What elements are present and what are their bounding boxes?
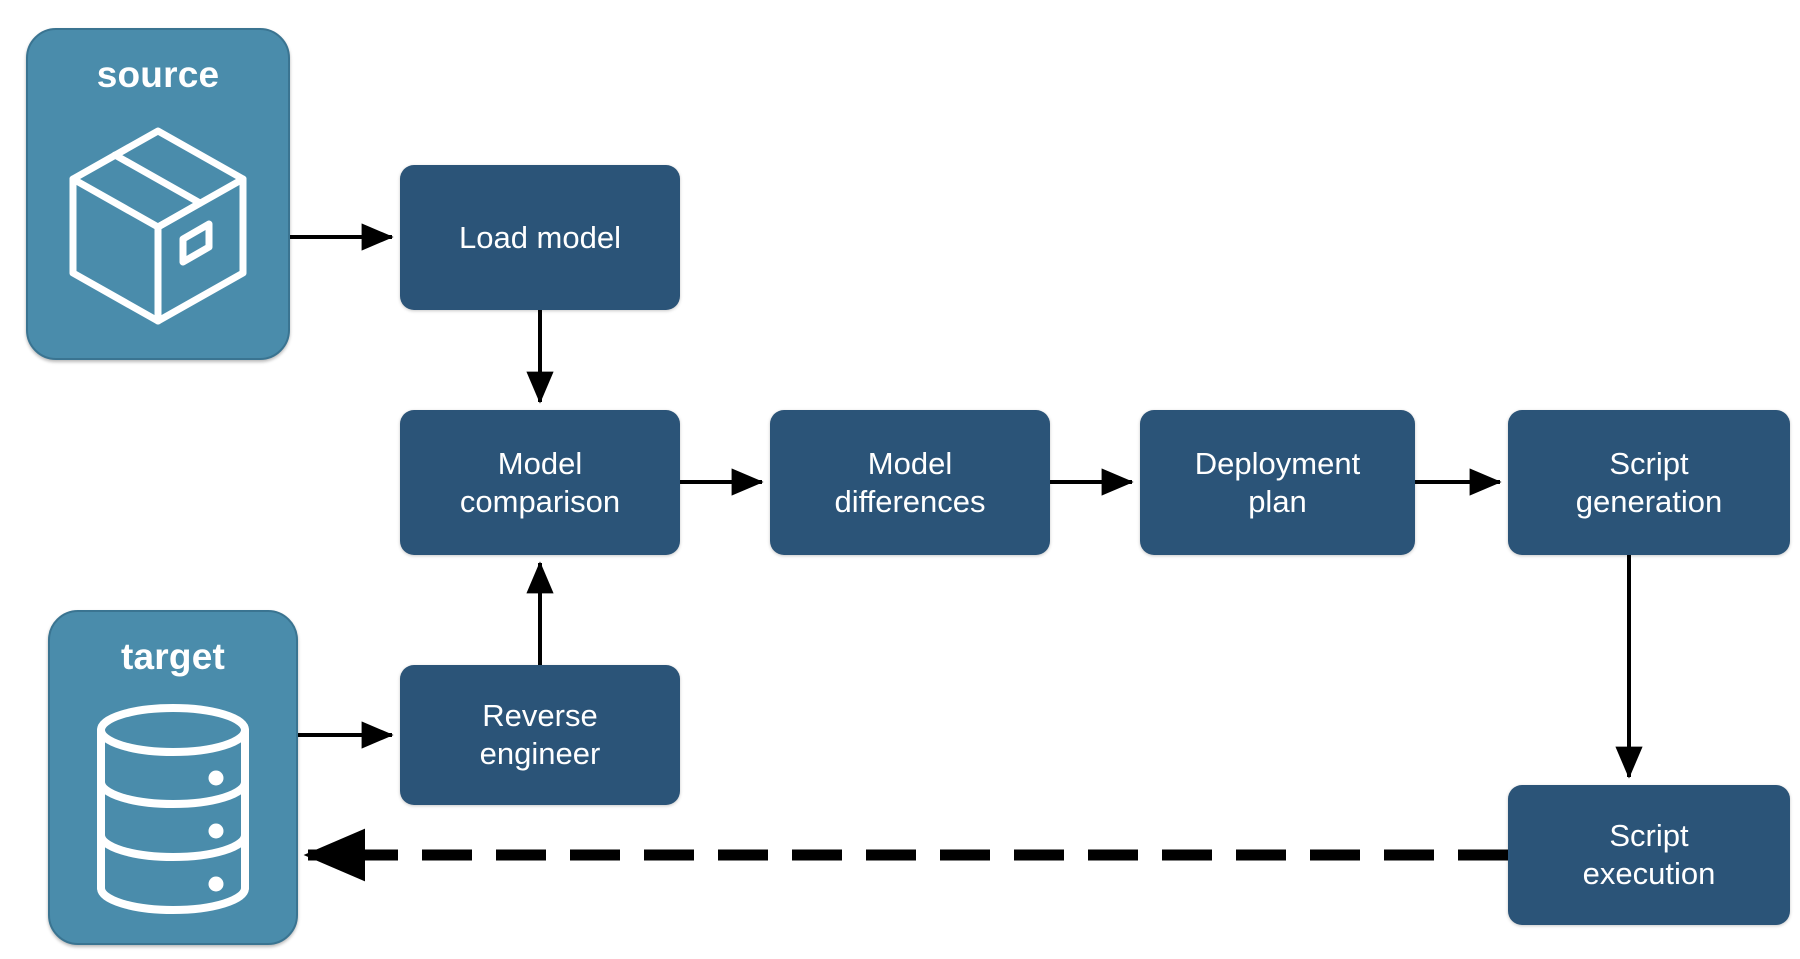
process-label-deployment-plan: Deployment plan [1194,445,1361,519]
package-box-icon [28,93,288,358]
process-label-reverse-engineer: Reverse engineer [479,698,601,771]
process-box-model-differences[interactable]: Model differences [770,410,1050,555]
process-label-model-comparison: Model comparison [459,445,621,519]
process-label-load-model: Load model [458,219,621,255]
process-box-model-comparison[interactable]: Model comparison [400,410,680,555]
endpoint-label-target: target [121,636,225,677]
process-box-deployment-plan[interactable]: Deployment plan [1140,410,1415,555]
database-cylinder-icon [50,675,296,943]
endpoint-card-target[interactable]: target [48,610,298,945]
process-box-reverse-engineer[interactable]: Reverse engineer [400,665,680,805]
endpoint-card-source[interactable]: source [26,28,290,360]
endpoint-label-source: source [96,54,220,95]
process-box-script-execution[interactable]: Script execution [1508,785,1790,925]
process-box-load-model[interactable]: Load model [400,165,680,310]
process-label-model-differences: Model differences [834,445,986,519]
process-label-script-execution: Script execution [1582,818,1716,891]
process-box-script-generation[interactable]: Script generation [1508,410,1790,555]
process-label-script-generation: Script generation [1575,445,1723,519]
